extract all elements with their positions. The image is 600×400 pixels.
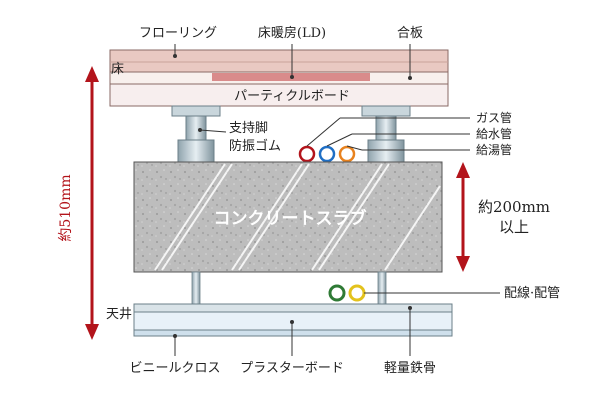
plaster-board-label: プラスターボード xyxy=(240,361,344,376)
plywood-label: 合板 xyxy=(397,26,423,41)
total-height-label: 約510mm xyxy=(58,174,74,241)
slab-thickness-dimension: 約200mm 以上 xyxy=(456,162,550,272)
ceiling-rod-right xyxy=(377,271,387,305)
particle-board-label: パーティクルボード xyxy=(234,89,350,104)
light-steel-label: 軽量鉄骨 xyxy=(384,361,436,376)
cable-green-icon xyxy=(328,284,346,302)
floor-heating-label: 床暖房(LD) xyxy=(258,25,326,41)
ceiling-label: 天井 xyxy=(106,307,132,322)
water-pipe-label: 給水管 xyxy=(476,126,512,141)
pipes-upper xyxy=(298,145,356,163)
flooring-layer xyxy=(109,49,449,73)
plywood-layer xyxy=(109,71,449,85)
light-steel-layer xyxy=(133,303,453,313)
total-height-dimension: 約510mm xyxy=(58,66,99,340)
floor-label: 床 xyxy=(111,62,124,77)
ceiling-assembly xyxy=(133,303,453,337)
support-leg-left xyxy=(171,105,221,163)
anti-vibration-rubber-label: 防振ゴム xyxy=(229,138,281,154)
vinyl-cloth-label: ビニールクロス xyxy=(129,361,220,376)
flooring-label: フローリング xyxy=(139,26,217,41)
hot-water-pipe-icon xyxy=(338,145,356,163)
concrete-slab-label: コンクリートスラブ xyxy=(214,208,367,229)
slab-thickness-label-2: 以上 xyxy=(499,218,529,236)
ceiling-rod-left xyxy=(191,271,201,305)
wiring-label: 配線·配管 xyxy=(504,285,560,301)
hot-water-pipe-label: 給湯管 xyxy=(476,142,512,157)
cable-yellow-icon xyxy=(348,284,366,302)
slab-thickness-label-1: 約200mm xyxy=(478,198,550,216)
particle-board-layer xyxy=(109,83,449,107)
gas-pipe-label: ガス管 xyxy=(476,110,512,125)
cables-lower xyxy=(328,284,366,302)
vinyl-cloth-layer xyxy=(133,329,453,337)
concrete-slab: コンクリートスラブ xyxy=(133,161,443,273)
support-leg-label: 支持脚 xyxy=(229,120,268,136)
gas-pipe-icon xyxy=(298,145,316,163)
water-pipe-icon xyxy=(318,145,336,163)
